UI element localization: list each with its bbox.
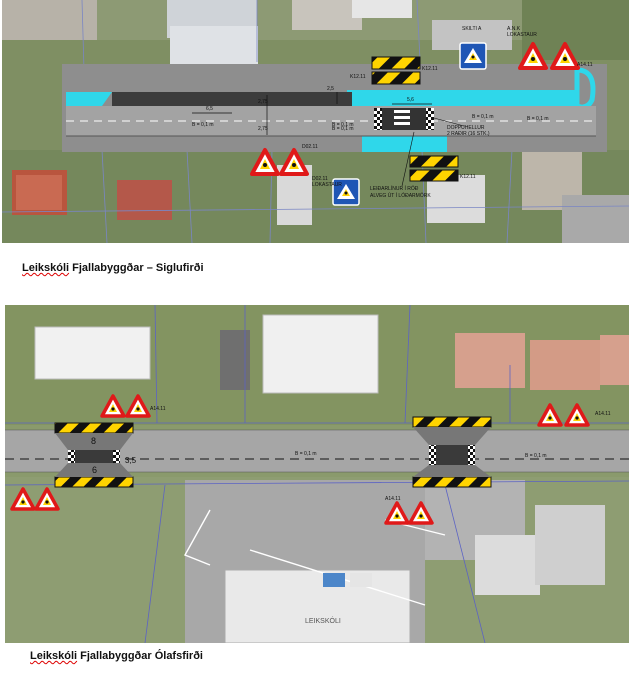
label-leidarlinur: LEIÐARLÍNUR Í RÖÐ (370, 185, 419, 192)
top-site-plan: SKILTI A A.N.K LOKASTAUR A14.11 K12.11 K… (2, 0, 629, 243)
building (535, 505, 605, 585)
label-doppuhellur: DOPPUHELLUR (447, 125, 485, 131)
label-a1411-b: A14.11 (595, 411, 611, 417)
dim-25: 2,5 (327, 86, 334, 92)
dim-275-b: 2,75 (258, 99, 268, 105)
label-a1411-c: A14.11 (385, 496, 401, 502)
dim-b01-b: B = 0,1 m (527, 116, 549, 122)
label-dim-35: 3,5 (125, 456, 137, 465)
label-a1411: A14.11 (577, 62, 593, 68)
hatch-panel (412, 416, 492, 428)
caption-siglufirdi-main: Leikskóli (22, 262, 70, 274)
bottom-site-plan-drawing: 8 6 3,5 B = 0,1 m B = 0,1 m A14.11 A14.1… (5, 305, 629, 643)
label-k1211-c: K12.11 (460, 174, 476, 180)
top-site-plan-drawing: SKILTI A A.N.K LOKASTAUR A14.11 K12.11 K… (2, 0, 629, 243)
raised-crossing-ramp (413, 427, 491, 445)
caption-siglufirdi-rest: Fjallabyggðar – Siglufirði (69, 262, 204, 274)
building-red-roof (530, 340, 600, 390)
dim-56: 5,6 (407, 97, 414, 103)
dim-b01-d: B = 0,1 m (332, 126, 354, 132)
hatch-panel (54, 476, 134, 488)
raised-crossing-ramp (55, 433, 133, 450)
label-d0211-b: D02.11 (312, 176, 328, 182)
label-lodarmork: ALVEG ÚT Í LÓÐARMÖRK (370, 192, 431, 199)
building (2, 0, 97, 40)
hatch-panel (371, 71, 421, 85)
raised-crossing-ramp (55, 463, 133, 477)
building-white (34, 326, 151, 380)
label-leikskoli: LEIKSKÓLI (305, 616, 341, 625)
building (352, 0, 412, 18)
building-leikskoli (224, 569, 411, 643)
building (475, 535, 540, 595)
caption-siglufirdi: Leikskóli Fjallabyggðar – Siglufirði (22, 262, 204, 274)
label-d0211: D02.11 (302, 144, 318, 150)
hatch-panel (412, 476, 492, 488)
label-skilti: SKILTI A (462, 26, 482, 32)
dim-b01-e: B = 0,1 m (332, 122, 354, 128)
caption-olafsfirdi: Leikskóli Fjallabyggðar Ólafsfirði (30, 650, 203, 662)
dim-b01-a: B = 0,1 m (192, 122, 214, 128)
caption-olafsfirdi-main: Leikskóli (30, 650, 78, 662)
property-lines (2, 0, 629, 243)
label-num8: 8 (91, 436, 96, 446)
hatch-panel (409, 169, 459, 182)
pedestrian-crossing-sign-icon (459, 42, 487, 70)
raised-crossing-ramp (413, 465, 491, 477)
raised-crossing (68, 450, 120, 463)
dim-b01-b: B = 0,1 m (525, 453, 547, 459)
building (427, 175, 485, 223)
hatch-panel (54, 422, 134, 434)
dim-275-a: 2,75 (258, 126, 268, 132)
dim-b01-c: B = 0,1 m (472, 114, 494, 120)
hatch-panel (409, 155, 459, 168)
dimension-lines (192, 92, 432, 135)
label-doppuhellur-rows: 2 RAÐIR (16 STK.) (447, 131, 490, 137)
building-white (262, 314, 379, 394)
dim-65: 6,5 (206, 106, 213, 112)
label-lokastaur-b: LOKASTAUR (312, 182, 342, 188)
label-k1211-a: K12.11 (422, 66, 438, 72)
bottom-site-plan: 8 6 3,5 B = 0,1 m B = 0,1 m A14.11 A14.1… (5, 305, 629, 643)
sidewalk-cyan (66, 92, 112, 106)
building (170, 26, 258, 66)
label-a1411-a: A14.11 (150, 406, 166, 412)
sidewalk-cyan (347, 90, 577, 106)
hatch-panel (371, 56, 421, 70)
label-num6: 6 (92, 465, 97, 475)
label-ankn: A.N.K (507, 26, 521, 32)
raised-crossing (429, 445, 475, 465)
building-red-roof (117, 180, 172, 220)
label-lokastaur: LOKASTAUR (507, 32, 537, 38)
label-k1211-b: K12.11 (350, 74, 366, 80)
parking-strip (112, 92, 352, 106)
building-red-roof (455, 333, 525, 388)
caption-olafsfirdi-rest: Fjallabyggðar Ólafsfirði (77, 650, 203, 662)
dim-b01-a: B = 0,1 m (295, 451, 317, 457)
